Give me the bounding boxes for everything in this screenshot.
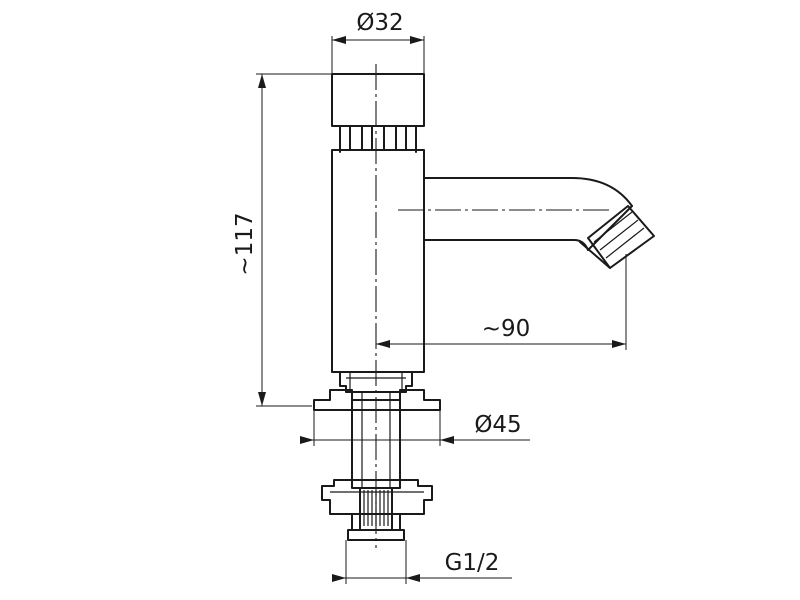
spout [423, 177, 633, 251]
push-button-head [331, 73, 425, 153]
faucet-body [331, 149, 425, 373]
flange-diameter-label: Ø45 [474, 412, 521, 438]
spout-reach-label: ~90 [482, 316, 531, 342]
dimension-height: ~117 [232, 73, 332, 407]
dimension-flange-diameter: Ø45 [300, 410, 530, 446]
dimension-head-diameter: Ø32 [331, 10, 425, 74]
centerlines [375, 64, 612, 548]
height-label: ~117 [232, 212, 258, 275]
head-diameter-label: Ø32 [356, 10, 403, 36]
thread-label: G1/2 [445, 550, 500, 576]
connector-tail [347, 487, 405, 541]
dimension-spout-reach: ~90 [376, 254, 627, 350]
lock-nut [321, 479, 433, 515]
aerator [579, 205, 655, 269]
dimension-thread: G1/2 [332, 540, 512, 584]
